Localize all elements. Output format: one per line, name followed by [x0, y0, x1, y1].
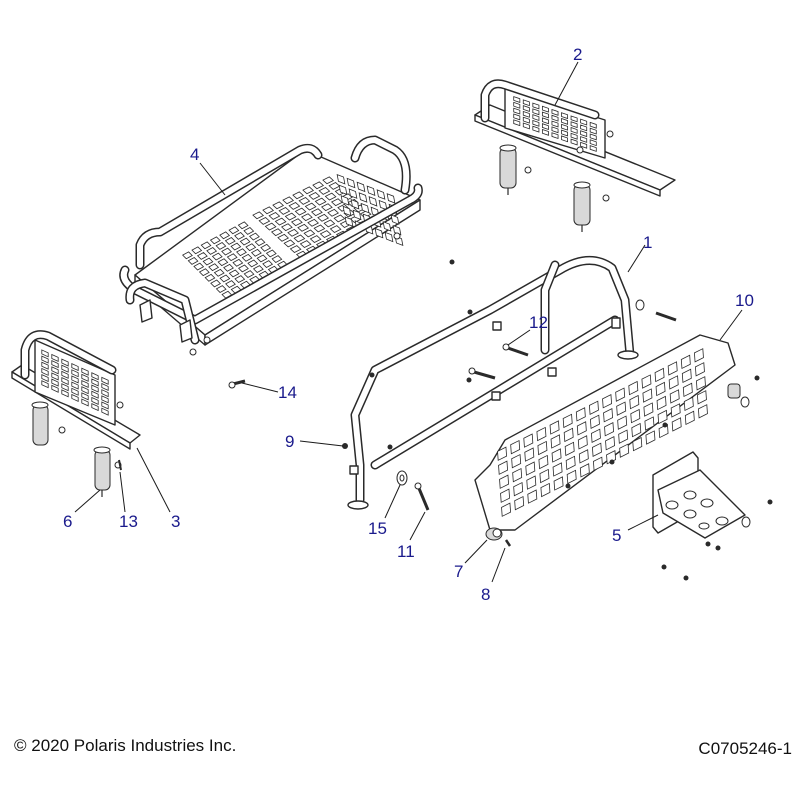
callout-3: 3: [171, 512, 180, 531]
callout-1: 1: [643, 233, 652, 252]
callout-14: 14: [278, 383, 297, 402]
callout-12: 12: [529, 313, 548, 332]
callout-2: 2: [573, 45, 582, 64]
mesh-panel-part-10: [474, 334, 736, 531]
callout-4: 4: [190, 145, 199, 164]
callout-13: 13: [119, 512, 138, 531]
callout-labels: 1 2 3 4 5 6 7 8 9 10 11 12 13 14 15: [63, 45, 754, 604]
callout-5: 5: [612, 526, 621, 545]
hardware: [118, 259, 773, 581]
callout-8: 8: [481, 585, 490, 604]
roll-bar-part-1: [347, 256, 639, 510]
leader-lines: [74, 61, 743, 583]
bracket-part-5: [652, 451, 746, 539]
callout-15: 15: [368, 519, 387, 538]
drawing-number: C0705246-1: [698, 739, 792, 758]
callout-9: 9: [285, 432, 294, 451]
copyright-notice: © 2020 Polaris Industries Inc.: [14, 736, 237, 755]
side-panel-part-2: [474, 79, 676, 232]
callout-6: 6: [63, 512, 72, 531]
callout-11: 11: [397, 542, 415, 561]
callout-7: 7: [454, 562, 463, 581]
callout-10: 10: [735, 291, 754, 310]
cargo-rack-part-4: [119, 135, 423, 356]
side-panel-part-3: [11, 330, 141, 497]
